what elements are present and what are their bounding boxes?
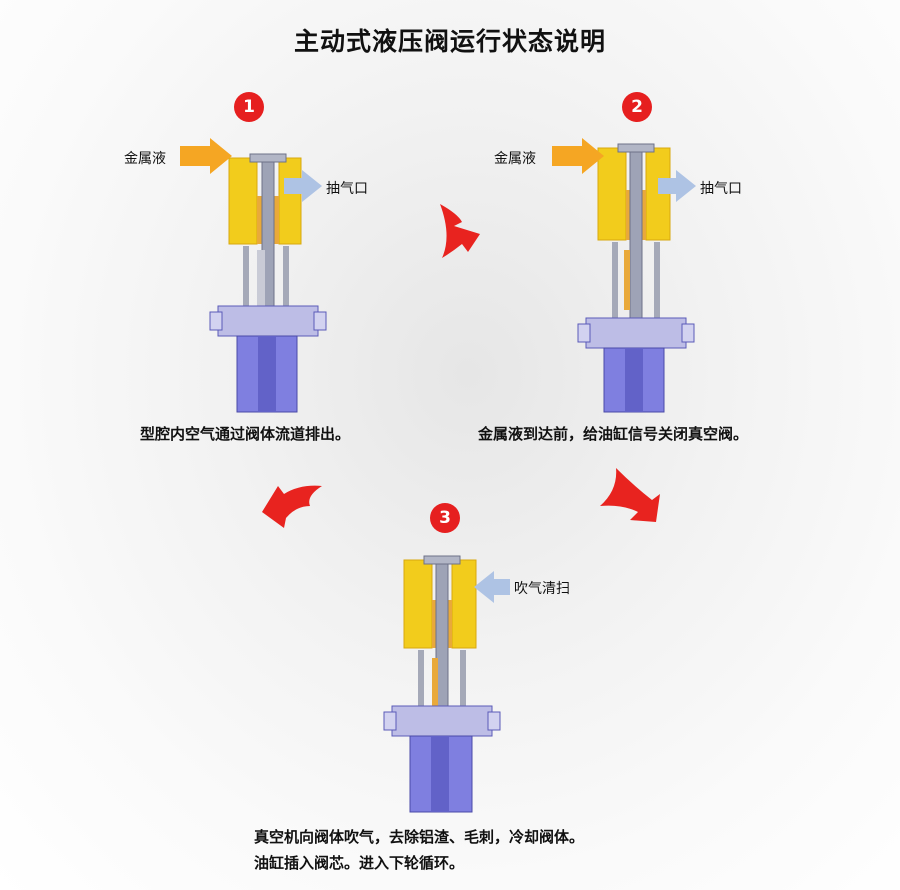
vent-arrow-1 xyxy=(284,170,322,202)
step-1-label-vent: 抽气口 xyxy=(326,181,368,197)
vent-arrow-2 xyxy=(658,170,696,202)
step-2-caption: 金属液到达前，给油缸信号关闭真空阀。 xyxy=(478,425,749,443)
valve-2-rod-mid xyxy=(624,250,630,310)
step-1-label-metal: 金属液 xyxy=(124,151,166,167)
valve-2-cylinder-core xyxy=(625,348,643,412)
step-3-caption-line-1: 真空机向阀体吹气，去除铝渣、毛刺，冷却阀体。 xyxy=(254,828,585,846)
step-2-badge: 2 xyxy=(622,92,652,122)
step-3-caption-line-2: 油缸插入阀芯。进入下轮循环。 xyxy=(254,854,465,872)
valve-2-flange-cap-l xyxy=(577,323,591,343)
valve-3-stem-head xyxy=(423,555,461,565)
cycle-arrow-1-to-2 xyxy=(440,204,480,258)
valve-3-cylinder-core xyxy=(431,736,449,812)
valve-3-rod-mid xyxy=(432,658,438,706)
valve-1-stem-head xyxy=(249,153,287,163)
valve-2-rod-right xyxy=(654,242,660,318)
valve-2-rod-left xyxy=(612,242,618,318)
valve-3-body-left xyxy=(403,559,433,649)
valve-2-body-left xyxy=(597,147,627,241)
valve-1-body-left xyxy=(228,157,258,245)
step-2-label-vent: 抽气口 xyxy=(700,181,742,197)
step-1-caption: 型腔内空气通过阀体流道排出。 xyxy=(140,425,351,443)
step-3-badge: 3 xyxy=(430,503,460,533)
step-1-badge: 1 xyxy=(234,92,264,122)
valve-3-flange-cap-l xyxy=(383,711,397,731)
step-3-caption: 真空机向阀体吹气，去除铝渣、毛刺，冷却阀体。 油缸插入阀芯。进入下轮循环。 xyxy=(254,824,584,876)
cycle-arrow-2-to-3 xyxy=(600,468,660,522)
page-title: 主动式液压阀运行状态说明 xyxy=(293,27,606,56)
valve-1-flange-cap-r xyxy=(313,311,327,331)
valve-1-rod-mid xyxy=(257,250,265,306)
metal-arrow-2 xyxy=(552,138,604,174)
valve-1-flange-cap-l xyxy=(209,311,223,331)
valve-2-flange xyxy=(585,317,687,349)
valve-2-flange-cap-r xyxy=(681,323,695,343)
valve-3-rod-right xyxy=(460,650,466,708)
cycle-arrow-3-to-1 xyxy=(262,485,322,528)
valve-3-flange-cap-r xyxy=(487,711,501,731)
blow-arrow-3 xyxy=(474,571,510,603)
valve-1-rod-right xyxy=(283,246,289,306)
step-3-label-blow: 吹气清扫 xyxy=(514,581,570,597)
valve-1-cylinder-core xyxy=(258,336,276,412)
valve-2-stem-head xyxy=(617,143,655,153)
valve-3-body-right xyxy=(451,559,477,649)
valve-3-rod-left xyxy=(418,650,424,708)
step-2-label-metal: 金属液 xyxy=(494,151,536,167)
metal-arrow-1 xyxy=(180,138,232,174)
valve-1-rod-left xyxy=(243,246,249,306)
